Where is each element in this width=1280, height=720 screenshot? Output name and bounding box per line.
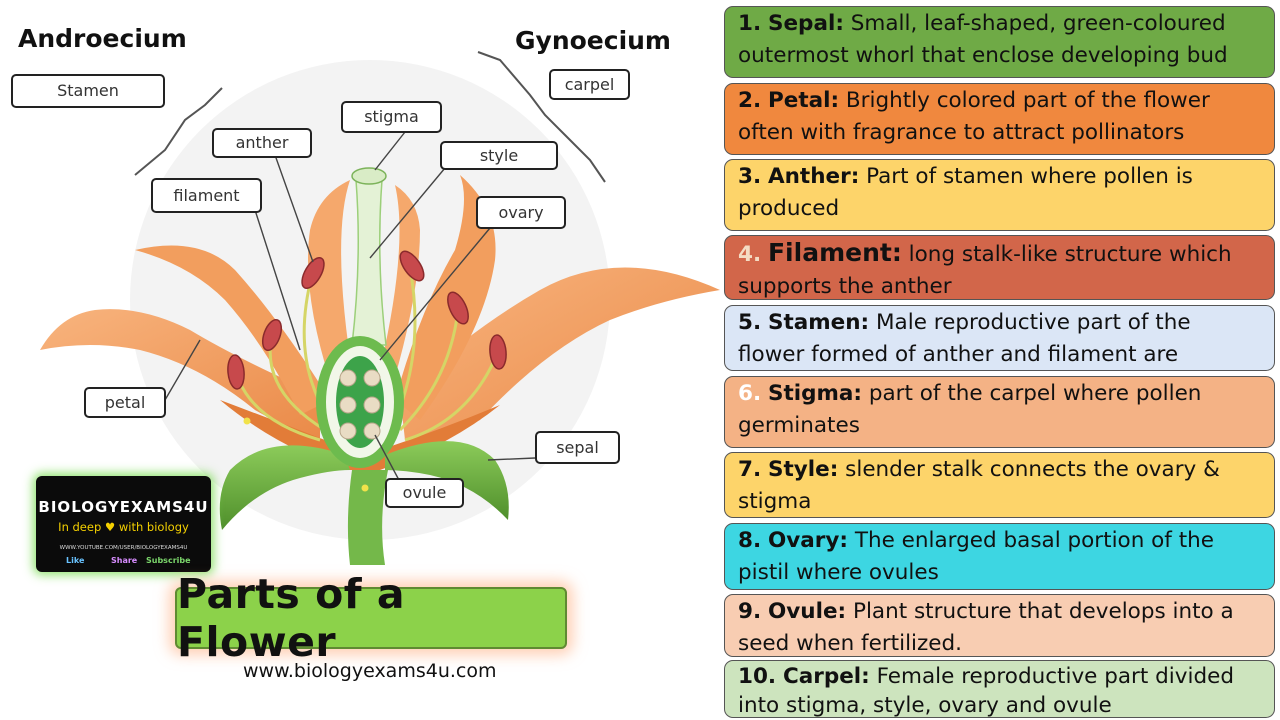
leader-lines <box>164 131 536 483</box>
label-anther: anther <box>212 128 312 158</box>
card-num: 2. <box>738 88 762 113</box>
card-num: 8. <box>738 528 762 553</box>
petal-right <box>400 267 720 440</box>
label-stamen: Stamen <box>11 74 165 108</box>
card-desc: Part of stamen where pollen is produced <box>738 164 1193 221</box>
stigma <box>351 167 387 185</box>
card-desc: Plant structure that develops into a see… <box>738 599 1234 656</box>
ovules <box>339 369 381 440</box>
card-stamen: 5. Stamen: Male reproductive part of the… <box>724 305 1275 371</box>
label-filament: filament <box>151 178 262 213</box>
logo-tagline: In deep ♥ with biology <box>58 520 189 534</box>
petal-right-upper <box>395 175 496 420</box>
card-ovary: 8. Ovary: The enlarged basal portion of … <box>724 523 1275 590</box>
card-num: 4. <box>738 242 762 267</box>
card-desc: slender stalk connects the ovary & stigm… <box>738 457 1220 514</box>
card-desc: The enlarged basal portion of the pistil… <box>738 528 1214 585</box>
card-anther: 3. Anther: Part of stamen where pollen i… <box>724 159 1275 231</box>
sepal-left <box>219 445 350 530</box>
label-style: style <box>440 141 558 170</box>
card-desc: Female reproductive part divided into st… <box>738 664 1235 718</box>
card-style: 7. Style: slender stalk connects the ova… <box>724 452 1275 518</box>
stem <box>347 470 388 565</box>
androecium-title: Androecium <box>18 24 187 53</box>
card-term: Ovary: <box>767 528 849 553</box>
card-petal: 2. Petal: Brightly colored part of the f… <box>724 83 1275 155</box>
card-sepal: 1. Sepal: Small, leaf-shaped, green-colo… <box>724 6 1275 78</box>
card-term: Carpel: <box>782 664 870 689</box>
logo-share: Share <box>111 556 138 565</box>
label-carpel: carpel <box>549 69 630 100</box>
card-stigma: 6. Stigma: part of the carpel where poll… <box>724 376 1275 448</box>
card-term: Style: <box>767 457 839 482</box>
card-filament: 4. Filament: long stalk-like structure w… <box>724 235 1275 300</box>
card-desc: Male reproductive part of the flower for… <box>738 310 1191 367</box>
logo-like: Like <box>66 556 85 565</box>
card-num: 9. <box>738 599 762 624</box>
card-term: Filament: <box>767 238 902 267</box>
page-title: Parts of a Flower <box>177 570 406 666</box>
card-term: Sepal: <box>767 11 844 36</box>
style <box>351 179 387 346</box>
pollen-dot <box>243 417 251 425</box>
card-desc: Brightly colored part of the flower ofte… <box>738 88 1210 145</box>
card-term: Ovule: <box>767 599 847 624</box>
logo-name: BIOLOGYEXAMS4U <box>38 498 209 516</box>
label-petal: petal <box>84 387 166 418</box>
website-url: www.biologyexams4u.com <box>243 660 497 682</box>
card-term: Stamen: <box>767 310 870 335</box>
label-stigma: stigma <box>341 101 442 133</box>
card-desc: part of the carpel where pollen germinat… <box>738 381 1202 438</box>
card-ovule: 9. Ovule: Plant structure that develops … <box>724 594 1275 657</box>
channel-logo: BIOLOGYEXAMS4U In deep ♥ with biology WW… <box>36 476 211 572</box>
card-carpel: 10. Carpel: Female reproductive part div… <box>724 660 1275 718</box>
title-banner: Parts of a Flower <box>175 570 567 666</box>
petal-left-upper <box>135 245 330 415</box>
anthers <box>227 250 507 390</box>
card-term: Petal: <box>767 88 840 113</box>
pollen-dot <box>361 484 369 492</box>
gynoecium-title: Gynoecium <box>515 26 671 55</box>
gynoecium-bracket <box>477 51 606 183</box>
card-num: 1. <box>738 11 762 36</box>
card-num: 3. <box>738 164 762 189</box>
card-num: 6. <box>738 381 762 406</box>
sepal-right <box>385 441 509 520</box>
card-num: 10. <box>738 664 777 689</box>
card-term: Stigma: <box>767 381 863 406</box>
label-ovule: ovule <box>385 478 464 508</box>
androecium-bracket <box>134 87 223 176</box>
card-num: 5. <box>738 310 762 335</box>
card-desc: Small, leaf-shaped, green-coloured outer… <box>738 11 1228 68</box>
card-desc: long stalk-like structure which supports… <box>738 242 1232 299</box>
petal-left <box>40 309 320 440</box>
logo-channel-url: WWW.YOUTUBE.COM/USER/BIOLOGYEXAMS4U <box>59 545 188 551</box>
label-ovary: ovary <box>476 196 566 229</box>
card-num: 7. <box>738 457 762 482</box>
label-sepal: sepal <box>535 431 620 464</box>
logo-subscribe: Subscribe <box>146 556 191 565</box>
card-term: Anther: <box>767 164 860 189</box>
